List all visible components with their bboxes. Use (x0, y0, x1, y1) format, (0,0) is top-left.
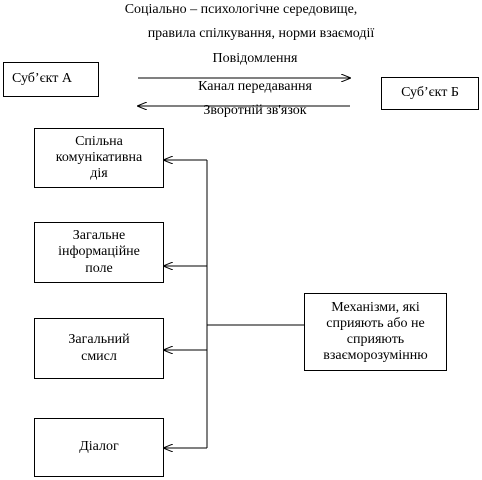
mechanisms-line-1: Механізми, які (331, 299, 420, 315)
common-meaning-line-1: Загальний (68, 332, 130, 348)
header-line-1: Соціально – психологічне середовище, (124, 2, 358, 17)
dialog-label: Діалог (79, 439, 119, 455)
subject-a-label: Суб’єкт А (12, 71, 72, 87)
channel-label: Канал передавання (198, 79, 312, 94)
info-field-line-3: поле (85, 260, 113, 276)
mechanisms-line-4: взаєморозумінню (323, 348, 428, 364)
info-field-line-1: Загальне (72, 228, 126, 244)
mechanisms-line-3: сприяють (346, 332, 405, 347)
joint-action-line-2: комунікативна (55, 149, 143, 165)
subject-b-box: Суб’єкт Б (381, 77, 479, 110)
joint-action-box: Спільна комунікативна дія (34, 128, 164, 188)
common-meaning-line-2: смисл (81, 348, 117, 364)
joint-action-line-1: Спільна (75, 133, 123, 149)
mechanisms-box: Механізми, які сприяють або не сприяють … (304, 293, 447, 371)
message-label: Повідомлення (212, 51, 298, 66)
header-line-2: правила спілкування, норми взаємодії (147, 26, 375, 41)
mechanisms-line-2: сприяють або не (326, 315, 425, 331)
common-meaning-box: Загальний смисл (34, 318, 164, 379)
subject-a-box: Суб’єкт А (3, 62, 99, 97)
feedback-label: Зворотній зв'язок (203, 103, 307, 118)
subject-b-label: Суб’єкт Б (401, 85, 459, 101)
joint-action-line-3: дія (90, 166, 108, 182)
info-field-box: Загальне інформаційне поле (34, 222, 164, 283)
dialog-box: Діалог (34, 418, 164, 477)
info-field-line-2: інформаційне (58, 244, 140, 260)
